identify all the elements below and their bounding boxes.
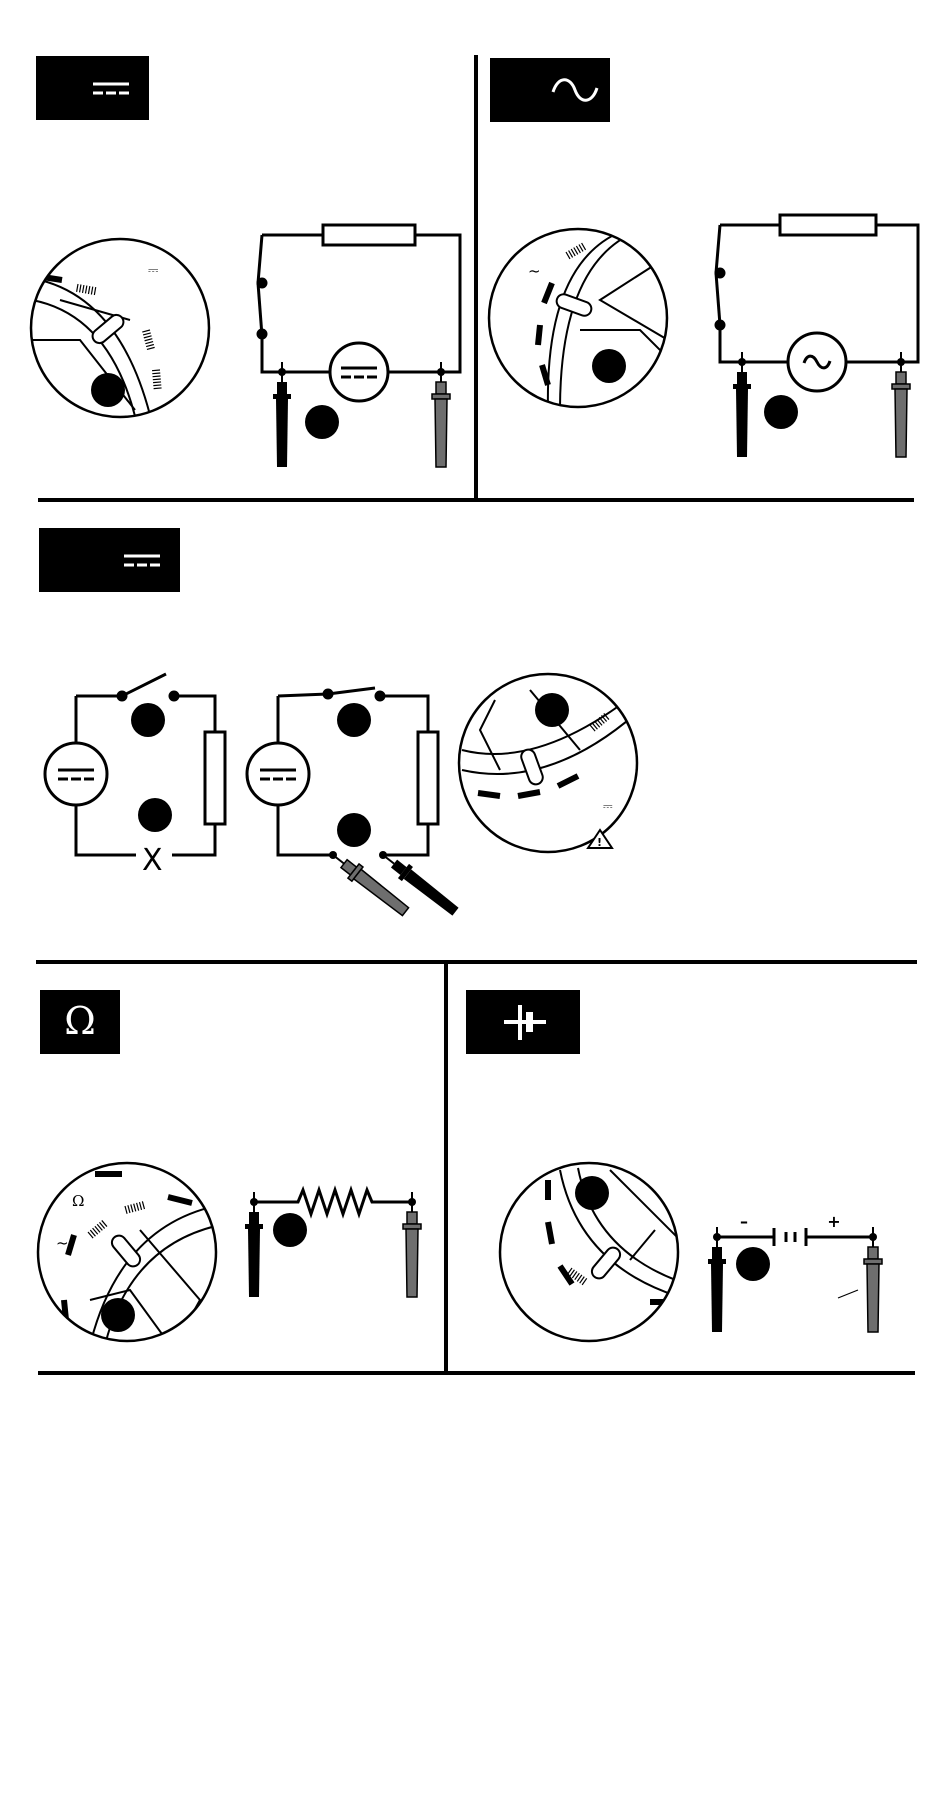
- dial-closeup: ~: [489, 229, 670, 410]
- dial-ac-mark: ~: [528, 262, 541, 280]
- section-dc-voltage: ⎓: [30, 56, 460, 467]
- current-circuit-open: [45, 674, 225, 855]
- dial-dc-mark: ⎓: [148, 263, 158, 278]
- load-resistor: [780, 215, 876, 235]
- step-dot: [736, 1247, 770, 1281]
- probe-black: [733, 352, 751, 457]
- probe-black: [273, 362, 291, 467]
- dial-knob-dot: [535, 693, 569, 727]
- step-dot: [131, 703, 165, 737]
- dial-knob-dot: [575, 1176, 609, 1210]
- step-dot: [337, 703, 371, 737]
- dial-knob-dot: [101, 1298, 135, 1332]
- probe-gray: [892, 352, 910, 457]
- probe-black: [245, 1192, 263, 1297]
- section-diode: – +: [466, 990, 882, 1341]
- step-dot: [273, 1213, 307, 1247]
- step-dot: [337, 813, 371, 847]
- dial-closeup: Ω ~: [38, 1163, 220, 1345]
- diode-symbol-icon: [466, 990, 580, 1054]
- step-dot: [138, 798, 172, 832]
- section-dc-current: X: [39, 528, 640, 919]
- probe-gray: [864, 1227, 882, 1332]
- probe-black: [377, 848, 461, 919]
- dc-voltage-circuit: [258, 225, 460, 401]
- probe-gray: [403, 1192, 421, 1297]
- dc-source: [330, 343, 388, 401]
- dc-source: [247, 743, 309, 805]
- dial-closeup: ⎓ !: [459, 674, 640, 852]
- dc-symbol-icon: [36, 56, 149, 120]
- dial-closeup: [500, 1163, 690, 1341]
- section-ac-voltage: ~: [489, 58, 918, 457]
- dial-ohm-mark: Ω: [72, 1192, 84, 1210]
- probe-black: [708, 1227, 726, 1332]
- ohm-label: Ω: [64, 999, 96, 1043]
- polarity-plus: +: [827, 1212, 840, 1231]
- ac-voltage-circuit: [716, 215, 918, 391]
- dial-ac-mark: ~: [56, 1234, 69, 1252]
- step-dot: [764, 395, 798, 429]
- polarity-minus: –: [740, 1212, 748, 1231]
- dial-dc-mark: ⎓: [603, 799, 613, 813]
- break-mark: X: [142, 843, 163, 878]
- load-resistor: [205, 732, 225, 824]
- dc-symbol-icon: [39, 528, 180, 592]
- svg-text:!: !: [597, 836, 602, 849]
- resistance-circuit: [254, 1190, 412, 1214]
- dial-closeup: ⎓: [30, 239, 209, 420]
- load-resistor: [418, 732, 438, 824]
- load-resistor: [323, 225, 415, 245]
- dc-source: [45, 743, 107, 805]
- dial-knob-dot: [592, 349, 626, 383]
- ac-symbol-icon: [490, 58, 610, 122]
- section-resistance: Ω Ω ~: [38, 990, 421, 1345]
- probe-gray: [432, 362, 450, 467]
- dial-knob-dot: [91, 373, 125, 407]
- step-dot: [305, 405, 339, 439]
- ohm-symbol-icon: Ω: [40, 990, 120, 1054]
- probe-gray: [327, 848, 411, 919]
